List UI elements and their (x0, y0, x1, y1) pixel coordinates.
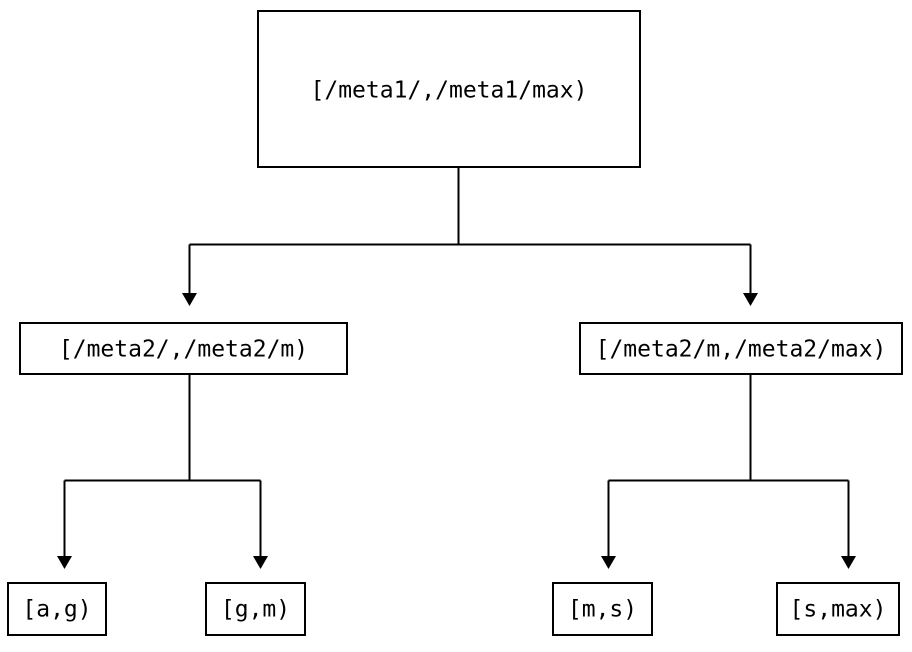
node-mid-right[interactable]: [/meta2/m,/meta2/max) (578, 321, 904, 376)
node-leaf-4-box[interactable] (775, 581, 901, 637)
node-root-box[interactable] (256, 9, 642, 169)
node-leaf-1-box[interactable] (6, 581, 108, 637)
node-mid-right-box[interactable] (578, 321, 904, 376)
arrowhead-leaf-1 (57, 556, 72, 569)
node-leaf-3[interactable]: [m,s) (551, 581, 654, 637)
node-root-label: [/meta1/,/meta1/max) (311, 78, 588, 104)
node-mid-left-label: [/meta2/,/meta2/m) (59, 337, 308, 363)
arrowhead-leaf-3 (601, 556, 616, 569)
node-leaf-2-label: [g,m) (221, 597, 290, 623)
node-leaf-1-label: [a,g) (22, 597, 91, 623)
arrowhead-leaf-2 (253, 556, 268, 569)
edge-group-mid-right (601, 374, 856, 569)
arrowhead-mid-right (743, 293, 758, 306)
node-leaf-2[interactable]: [g,m) (204, 581, 307, 637)
node-leaf-4-label: [s,max) (790, 597, 887, 623)
edge-group-mid-left (57, 374, 268, 569)
node-mid-left[interactable]: [/meta2/,/meta2/m) (18, 321, 349, 376)
node-leaf-4[interactable]: [s,max) (775, 581, 901, 637)
edge-group-root (182, 167, 758, 306)
arrowhead-mid-left (182, 293, 197, 306)
node-leaf-1[interactable]: [a,g) (6, 581, 108, 637)
node-root[interactable]: [/meta1/,/meta1/max) (256, 9, 642, 169)
node-leaf-3-label: [m,s) (568, 597, 637, 623)
node-leaf-2-box[interactable] (204, 581, 307, 637)
node-leaf-3-box[interactable] (551, 581, 654, 637)
node-mid-left-box[interactable] (18, 321, 349, 376)
arrowhead-leaf-4 (841, 556, 856, 569)
node-mid-right-label: [/meta2/m,/meta2/max) (596, 337, 887, 363)
